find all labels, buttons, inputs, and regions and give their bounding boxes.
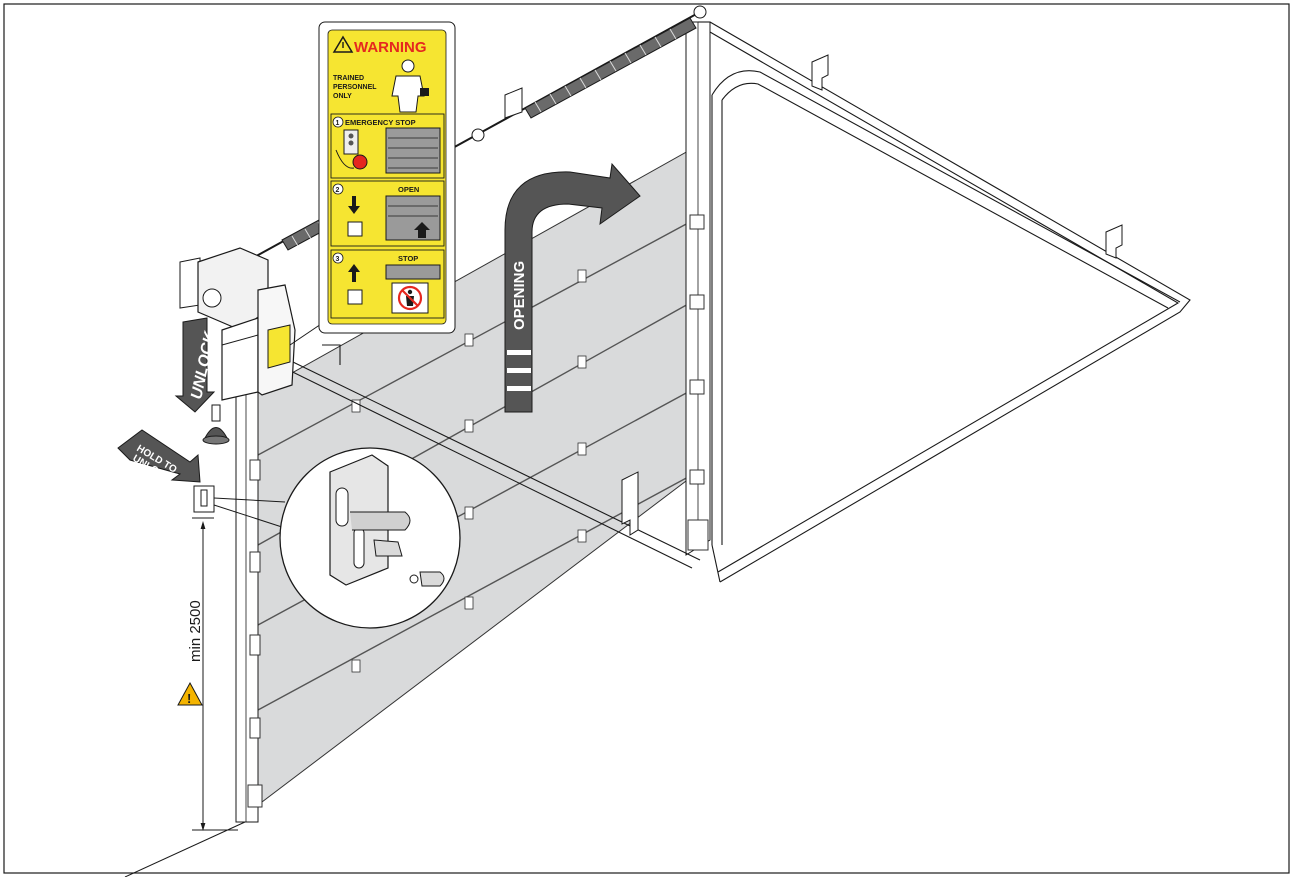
prohibited-person-icon xyxy=(397,285,423,311)
caution-symbol: ! xyxy=(187,691,191,706)
warning-label: WARNING TRAINED PERSONNEL ONLY 1 EMERGEN… xyxy=(318,21,456,334)
release-knob xyxy=(202,404,230,445)
motor-operator xyxy=(179,247,296,401)
torsion-spring-assembly xyxy=(239,5,707,266)
center-bracket xyxy=(504,87,523,119)
release-detail-magnifier xyxy=(279,447,461,629)
step1-title: EMERGENCY STOP xyxy=(345,118,416,127)
step1-number: 1 xyxy=(336,120,340,127)
step2-title: OPEN xyxy=(398,185,419,194)
warning-triangle-icon xyxy=(332,35,354,53)
caution-icon xyxy=(177,681,203,706)
personnel-line1: TRAINED xyxy=(333,75,364,82)
worker-icon xyxy=(391,59,429,113)
min-height-text: min 2500 xyxy=(187,600,204,662)
opening-direction-arrow: OPENING xyxy=(504,162,641,413)
warning-title: WARNING xyxy=(354,39,427,56)
height-dimension: min 2500 ! xyxy=(177,517,238,831)
opening-text: OPENING xyxy=(511,261,528,330)
wall-bracket xyxy=(193,485,286,529)
hanger-brackets xyxy=(621,54,1123,536)
left-vertical-track xyxy=(235,391,263,823)
right-vertical-track xyxy=(685,21,711,556)
step3-number: 3 xyxy=(336,256,340,263)
personnel-line3: ONLY xyxy=(333,93,352,100)
floor-line xyxy=(124,821,246,878)
emergency-stop-hand-icon xyxy=(335,129,368,170)
overhead-track-frame xyxy=(257,21,1191,583)
step2-number: 2 xyxy=(336,187,340,194)
step3-title: STOP xyxy=(398,254,418,263)
personnel-line2: PERSONNEL xyxy=(333,84,377,91)
